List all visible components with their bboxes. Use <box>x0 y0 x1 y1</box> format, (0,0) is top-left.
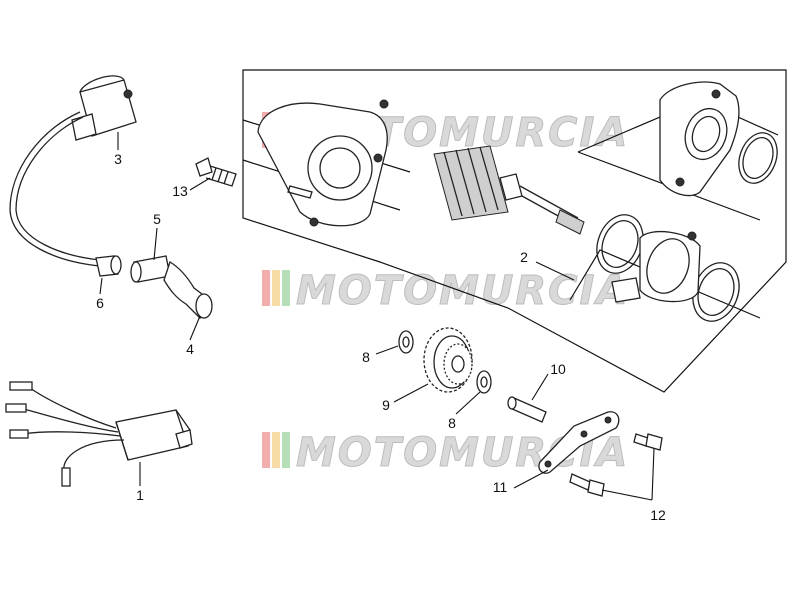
callout-4: 4 <box>186 341 194 357</box>
starter-gear <box>423 327 473 393</box>
spark-plug-cap <box>130 255 213 320</box>
bracket <box>538 411 620 474</box>
watermark-text: MOTOMURCIA <box>296 268 629 314</box>
callout-12: 12 <box>650 507 666 523</box>
starter-mount-plate <box>659 81 740 197</box>
screw-12-lower <box>569 473 605 497</box>
callout-11: 11 <box>493 479 508 495</box>
callout-8-upper: 8 <box>362 349 370 365</box>
callout-1: 1 <box>136 487 144 503</box>
callout-6: 6 <box>96 295 104 311</box>
callout-2: 2 <box>520 249 528 265</box>
ignition-coil <box>9 75 137 267</box>
plug-boot <box>95 255 122 277</box>
cdi-unit <box>5 381 193 487</box>
watermark-middle: MOTOMURCIA <box>262 268 629 315</box>
callout-9: 9 <box>382 397 390 413</box>
callout-3: 3 <box>114 151 122 167</box>
callout-13: 13 <box>172 183 188 199</box>
gear-pin <box>507 396 547 423</box>
leader-lines <box>99 132 655 501</box>
starter-front-flange <box>611 230 701 303</box>
starter-armature <box>433 145 585 235</box>
screw-12-upper <box>633 433 663 451</box>
starter-assembly-frame <box>242 69 787 393</box>
washer-upper <box>398 330 414 354</box>
washer-lower <box>476 370 492 394</box>
callout-5: 5 <box>153 211 161 227</box>
callout-10: 10 <box>550 361 566 377</box>
screw-13 <box>195 157 237 187</box>
callout-8-lower: 8 <box>448 415 456 431</box>
starter-end-cover <box>257 99 389 227</box>
